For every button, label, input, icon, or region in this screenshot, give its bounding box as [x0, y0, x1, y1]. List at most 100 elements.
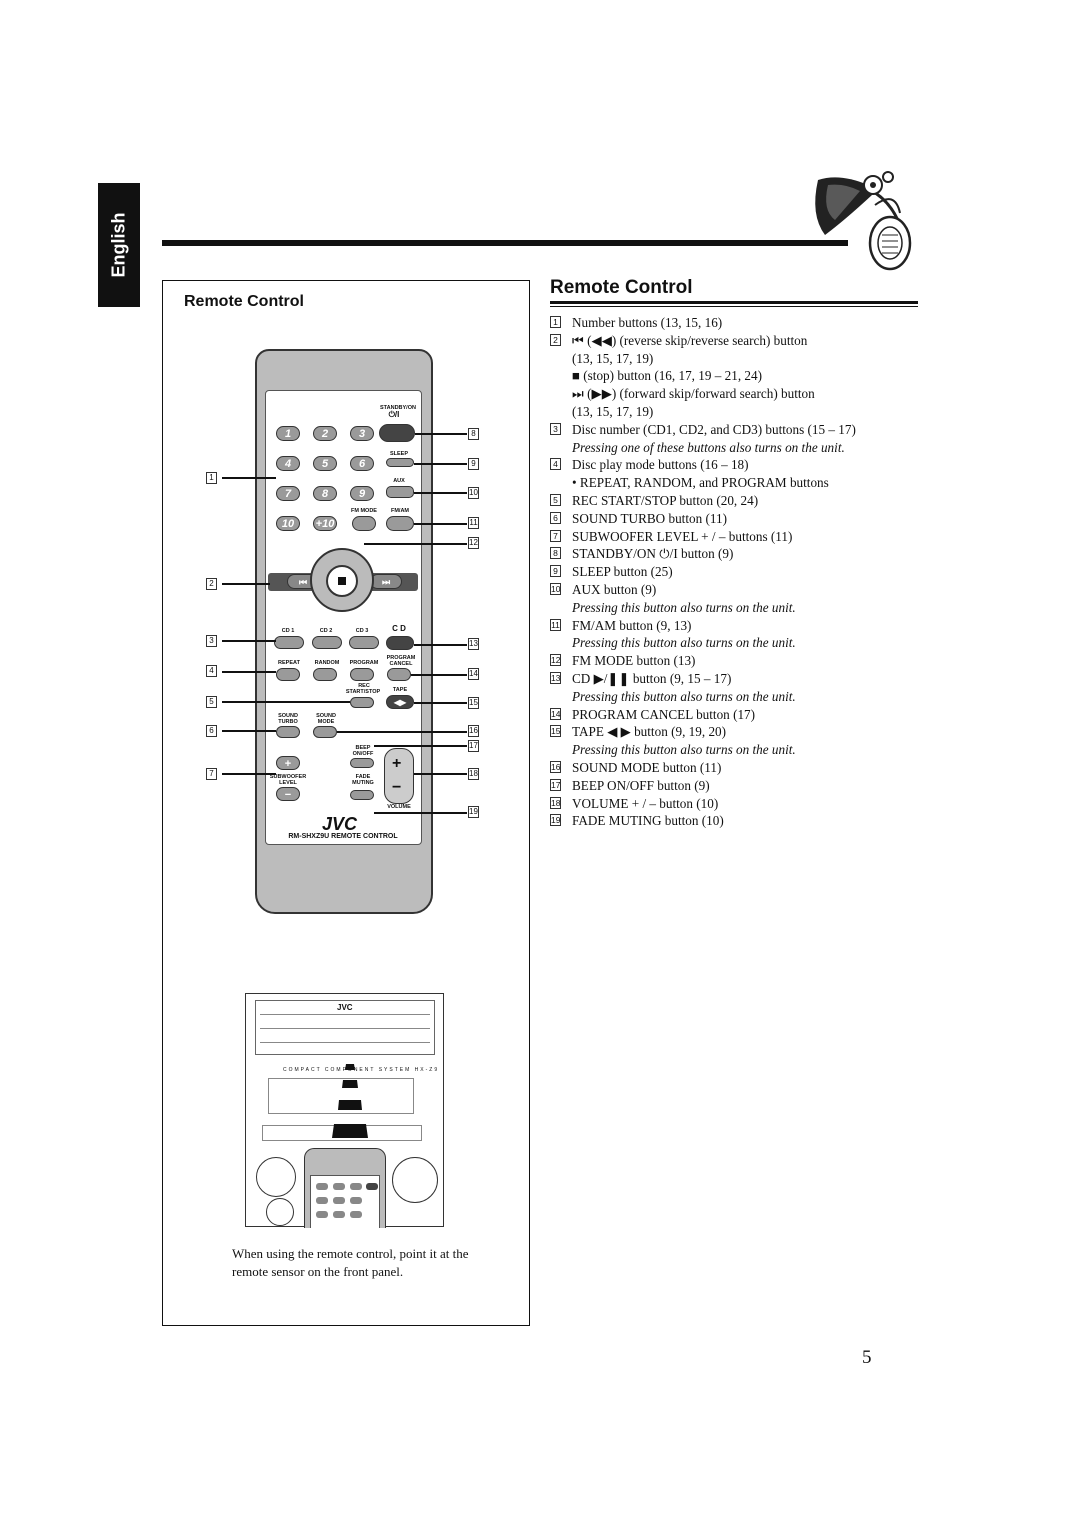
callout-9: 9: [468, 458, 479, 470]
item-number-badge: 9: [550, 565, 561, 578]
cd-play-pause-button[interactable]: [386, 636, 414, 650]
callout-5: 5: [206, 696, 217, 708]
sound-mode-button[interactable]: [313, 726, 337, 738]
number-5-button[interactable]: 5: [313, 456, 337, 471]
item-text: SLEEP button (25): [572, 564, 673, 580]
leader-17: [374, 745, 467, 747]
cd1-button[interactable]: [274, 636, 304, 649]
leader-1: [222, 477, 276, 479]
panel-title: Remote Control: [184, 293, 304, 310]
item-number-badge: 10: [550, 583, 561, 595]
fm-mode-button[interactable]: [352, 516, 376, 531]
sound-turbo-button[interactable]: [276, 726, 300, 738]
item-text: ⏭ (▶▶) (forward skip/forward search) but…: [572, 386, 815, 402]
item-text: Disc play mode buttons (16 – 18): [572, 457, 749, 473]
number-6-button[interactable]: 6: [350, 456, 374, 471]
fm-am-button[interactable]: [386, 516, 414, 531]
number-9-button[interactable]: 9: [350, 486, 374, 501]
unit-system-text: COMPACT COMPONENT SYSTEM HX-Z9: [283, 1067, 440, 1073]
number-2-button[interactable]: 2: [313, 426, 337, 441]
leader-13: [414, 644, 467, 646]
item-text: PROGRAM CANCEL button (17): [572, 706, 756, 722]
standby-symbol: ⏻/I: [388, 410, 400, 419]
item-number-badge: 8: [550, 547, 561, 560]
item-text: Number buttons (13, 15, 16): [572, 315, 723, 330]
repeat-label: REPEAT: [278, 660, 300, 666]
callout-6: 6: [206, 725, 217, 737]
cd1-label: CD 1: [281, 628, 295, 634]
fm-mode-label: FM MODE: [351, 508, 377, 514]
subwoofer-plus-button[interactable]: +: [276, 756, 300, 770]
volume-rocker[interactable]: [384, 748, 414, 804]
callout-18: 18: [468, 768, 479, 780]
item-number-badge: 17: [550, 778, 561, 791]
item-number-badge: 14: [550, 707, 561, 720]
tape-button[interactable]: ◀▶: [386, 695, 414, 709]
item-number-badge: 15: [550, 725, 561, 738]
cd2-button[interactable]: [312, 636, 342, 649]
held-remote-btn-4: [366, 1183, 378, 1190]
program-button[interactable]: [350, 668, 374, 681]
leader-15: [414, 702, 467, 704]
program-cancel-button[interactable]: [387, 668, 411, 681]
number-1-button[interactable]: 1: [276, 426, 300, 441]
repeat-button[interactable]: [276, 668, 300, 681]
unit-volume-knob: [392, 1157, 438, 1203]
held-remote-btn-10: [350, 1211, 362, 1218]
beep-button[interactable]: [350, 758, 374, 768]
item-text: FM MODE button (13): [572, 653, 696, 669]
held-remote-btn-1: [316, 1183, 328, 1190]
cd3-button[interactable]: [349, 636, 379, 649]
fade-muting-button[interactable]: [350, 790, 374, 800]
start-stop-label: START/STOP: [345, 689, 381, 695]
held-remote-btn-8: [316, 1211, 328, 1218]
callout-1: 1: [206, 472, 217, 484]
random-button[interactable]: [313, 668, 337, 681]
tape-label: TAPE: [392, 687, 408, 693]
item-number-badge: 11: [550, 618, 561, 631]
standby-button[interactable]: [379, 424, 415, 442]
subwoofer-level-label: SUBWOOFER LEVEL: [269, 774, 307, 786]
callout-10: 10: [468, 487, 479, 499]
leader-9: [414, 463, 467, 465]
item-text: ■ (stop) button (16, 17, 19 – 21, 24): [572, 368, 763, 384]
callout-19: 19: [468, 806, 479, 818]
item-text: STANDBY/ON ⏻/I button (9): [572, 546, 734, 562]
number-8-button[interactable]: 8: [313, 486, 337, 501]
sleep-label: SLEEP: [389, 451, 409, 457]
disc-tray-area: [255, 1000, 435, 1055]
number-plus10-button[interactable]: +10: [313, 516, 337, 531]
leader-8: [415, 433, 467, 435]
item-text: (13, 15, 17, 19): [572, 350, 654, 366]
item-number-badge: 13: [550, 672, 561, 684]
callout-16: 16: [468, 725, 479, 737]
subwoofer-minus-button[interactable]: −: [276, 787, 300, 801]
rec-start-stop-button[interactable]: [350, 697, 374, 708]
page-number: 5: [862, 1347, 872, 1368]
item-note: Pressing this button also turns on the u…: [572, 688, 796, 704]
item-text: FM/AM button (9, 13): [572, 617, 692, 633]
rec-label: REC: [358, 683, 370, 689]
sleep-button[interactable]: [386, 458, 414, 467]
item-text: TAPE ◀ ▶ button (9, 19, 20): [572, 724, 727, 740]
number-4-button[interactable]: 4: [276, 456, 300, 471]
cd-label: C D: [392, 624, 406, 633]
leader-6: [222, 730, 276, 732]
number-7-button[interactable]: 7: [276, 486, 300, 501]
leader-4: [222, 671, 276, 673]
item-text: ⏮ (◀◀) (reverse skip/reverse search) but…: [572, 332, 808, 348]
number-3-button[interactable]: 3: [350, 426, 374, 441]
forward-skip-button[interactable]: ⏭: [370, 574, 402, 589]
held-remote-btn-3: [350, 1183, 362, 1190]
standby-label: STANDBY/ON: [380, 405, 416, 411]
callout-11: 11: [468, 517, 479, 529]
item-number-badge: 5: [550, 494, 561, 506]
item-number-badge: 3: [550, 422, 561, 435]
leader-7: [222, 773, 276, 775]
aux-button[interactable]: [386, 486, 414, 498]
leader-18: [414, 773, 467, 775]
header-rule: [162, 240, 848, 246]
number-10-button[interactable]: 10: [276, 516, 300, 531]
illustration-panel: [162, 280, 530, 1326]
item-number-badge: 1: [550, 316, 561, 328]
